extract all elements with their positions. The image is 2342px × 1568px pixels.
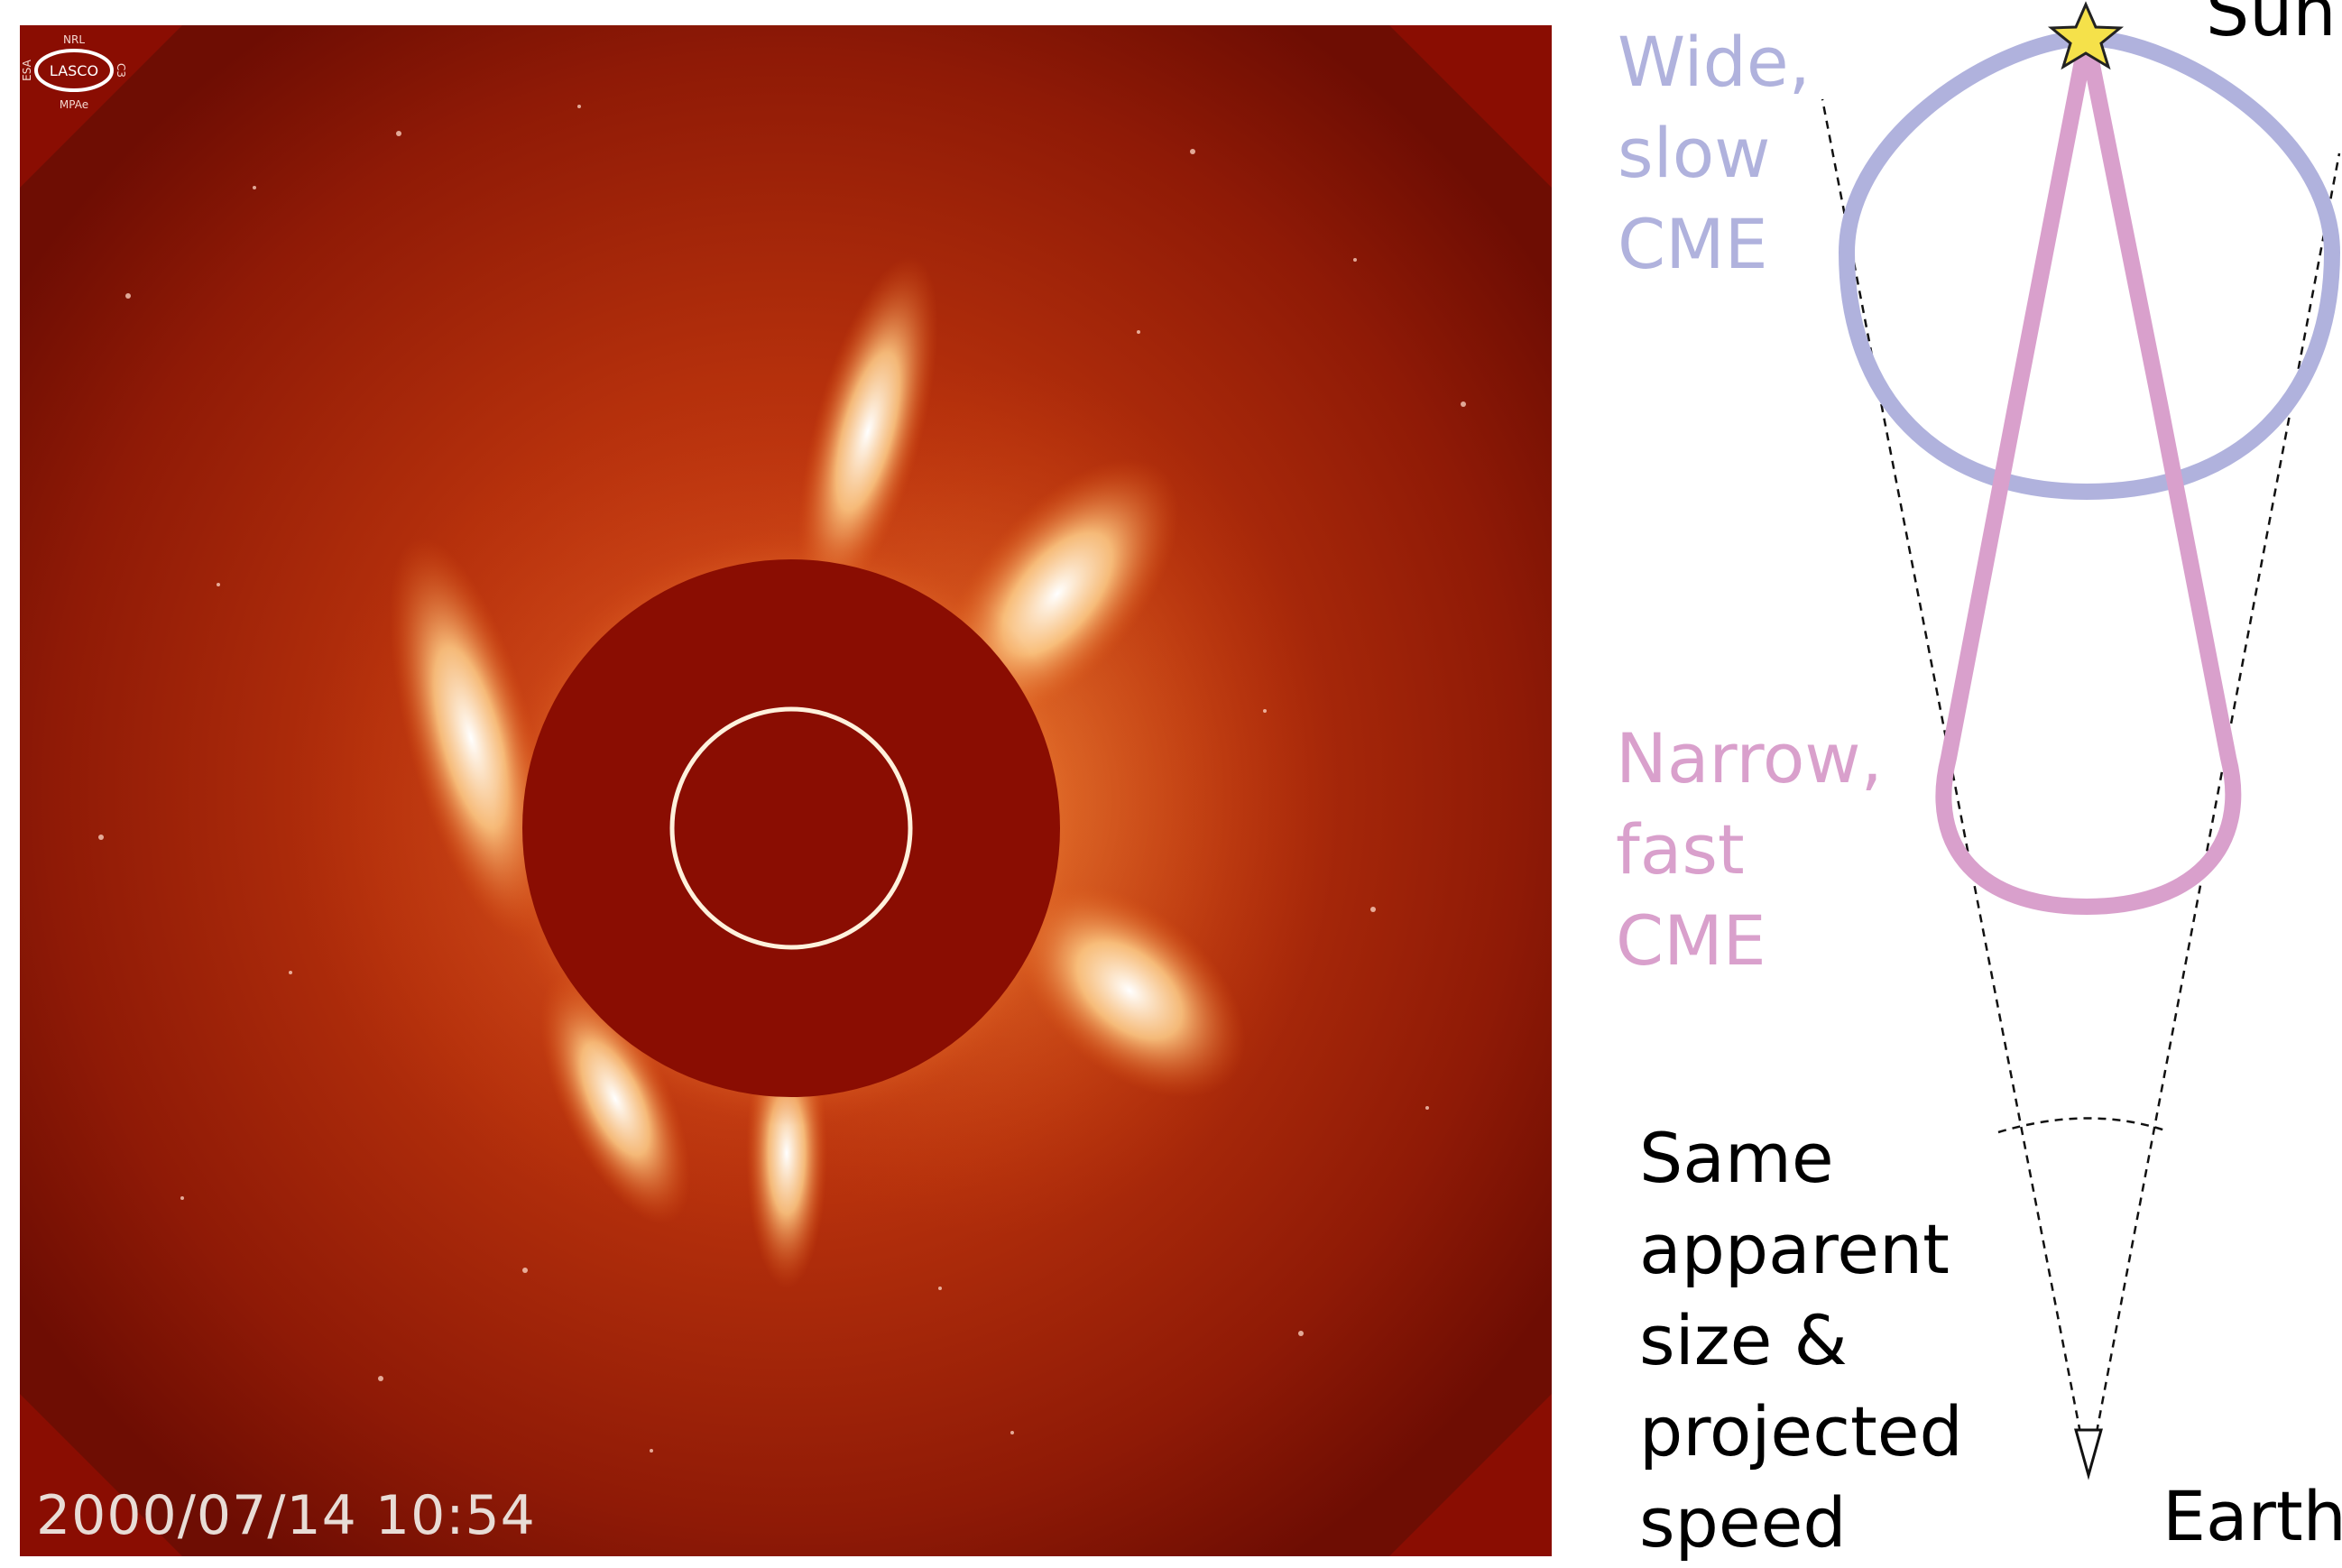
coronagraph-image: 2000/07/14 10:54 LASCO NRL MPAe ESA C3 (20, 25, 1552, 1556)
wide-cme-loop (1838, 29, 2341, 501)
same-size-label: Same apparent size & projected speed (1639, 1112, 1963, 1568)
streamer-lower-right (1013, 883, 1246, 1098)
solar-disk-outline (669, 706, 913, 950)
lasco-logo-ring (34, 49, 114, 92)
lasco-logo-left: ESA (21, 59, 33, 80)
narrow-cme-label-line-1: Narrow, (1616, 718, 1883, 798)
lasco-logo-right: C3 (115, 63, 127, 78)
corona-graphic (20, 25, 1552, 1556)
same-size-label-line-2: apparent (1639, 1209, 1950, 1289)
sightline-left (1821, 98, 2090, 1476)
diagram-graphic (1821, 1, 2341, 1480)
narrow-cme-label-line-3: CME (1616, 900, 1766, 981)
earth-label: Earth (2162, 1476, 2342, 1556)
lasco-logo-bottom: MPAe (60, 98, 88, 111)
occulting-disk (522, 559, 1060, 1097)
wide-cme-label-line-2: slow (1618, 113, 1771, 193)
image-timestamp: 2000/07/14 10:54 (36, 1484, 536, 1547)
projection-diagram: Sun Wide, slow CME Narrow, fast CME Same… (1556, 0, 2342, 1563)
narrow-cme-label-line-2: fast (1616, 809, 1745, 890)
same-size-label-line-4: projected (1639, 1391, 1963, 1471)
lasco-logo-text: LASCO (50, 62, 98, 79)
narrow-cme-loop (1935, 36, 2242, 916)
angle-arc (1997, 1117, 2166, 1134)
same-size-label-line-3: size & (1639, 1300, 1848, 1380)
wide-cme-label-line-3: CME (1618, 204, 1768, 284)
lasco-logo: LASCO NRL MPAe ESA C3 (21, 33, 127, 111)
wide-cme-label: Wide, slow CME (1618, 16, 1811, 290)
same-size-label-line-5: speed (1639, 1482, 1847, 1563)
sightline-right (2087, 152, 2341, 1476)
earth-arrowhead-icon (2074, 1428, 2103, 1480)
streamer-lower-left (539, 973, 691, 1224)
streamer-top (798, 256, 938, 606)
sun-star-icon (2047, 1, 2125, 70)
same-size-label-line-1: Same (1639, 1118, 1834, 1198)
wide-cme-label-line-1: Wide, (1618, 22, 1811, 102)
lasco-logo-top: NRL (63, 33, 85, 46)
narrow-cme-label: Narrow, fast CME (1616, 713, 1883, 986)
sun-label: Sun (2206, 0, 2337, 51)
background-speckles (98, 105, 1466, 1453)
